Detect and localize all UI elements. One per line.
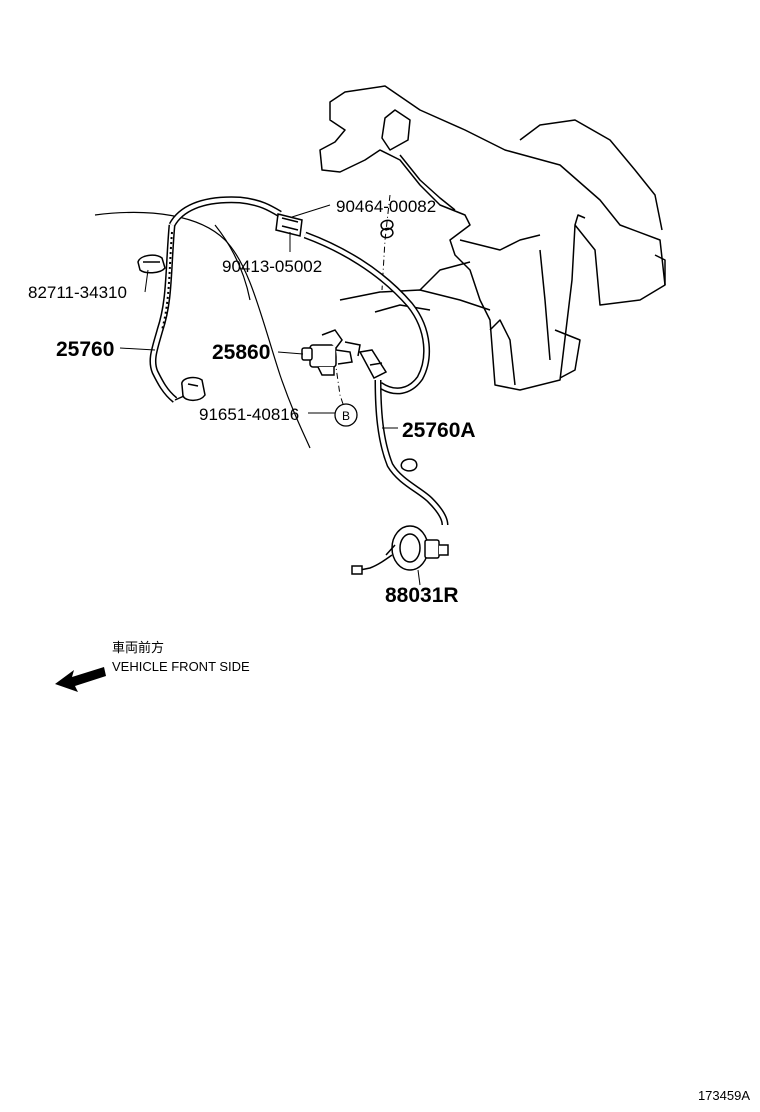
label-90464-00082: 90464-00082 bbox=[336, 197, 436, 216]
label-82711-34310: 82711-34310 bbox=[28, 283, 127, 302]
label-25760a: 25760A bbox=[402, 419, 476, 442]
direction-note-japanese: 車両前方 bbox=[112, 640, 164, 655]
label-91651-40816: 91651-40816 bbox=[199, 405, 299, 424]
label-25860: 25860 bbox=[212, 341, 270, 364]
actuator-88031r bbox=[351, 525, 449, 575]
callout-b: B bbox=[334, 403, 358, 427]
label-88031r: 88031R bbox=[385, 584, 459, 607]
label-90413-05002: 90413-05002 bbox=[222, 257, 322, 276]
body-contour-lines bbox=[94, 211, 311, 449]
arrow-left-icon bbox=[55, 667, 106, 692]
hose-25760 bbox=[149, 224, 178, 403]
hose-25760a bbox=[374, 379, 449, 526]
clip-82711 bbox=[137, 254, 166, 274]
connector-91651 bbox=[174, 376, 206, 402]
dash-leader-lines bbox=[334, 194, 391, 411]
clamp-25760a bbox=[400, 458, 418, 472]
clamp-90413 bbox=[275, 213, 303, 237]
label-25760: 25760 bbox=[56, 338, 114, 361]
engine-manifold-outline bbox=[319, 85, 666, 391]
reference-number: 173459A bbox=[698, 1088, 750, 1103]
label-leader-lines bbox=[119, 204, 421, 586]
direction-note-english: VEHICLE FRONT SIDE bbox=[112, 659, 250, 674]
hose-upper bbox=[168, 196, 431, 395]
vsv-25860 bbox=[301, 329, 361, 376]
clamp-90464 bbox=[380, 219, 394, 239]
hose-joint bbox=[358, 349, 388, 379]
callout-b-text: B bbox=[342, 409, 350, 423]
